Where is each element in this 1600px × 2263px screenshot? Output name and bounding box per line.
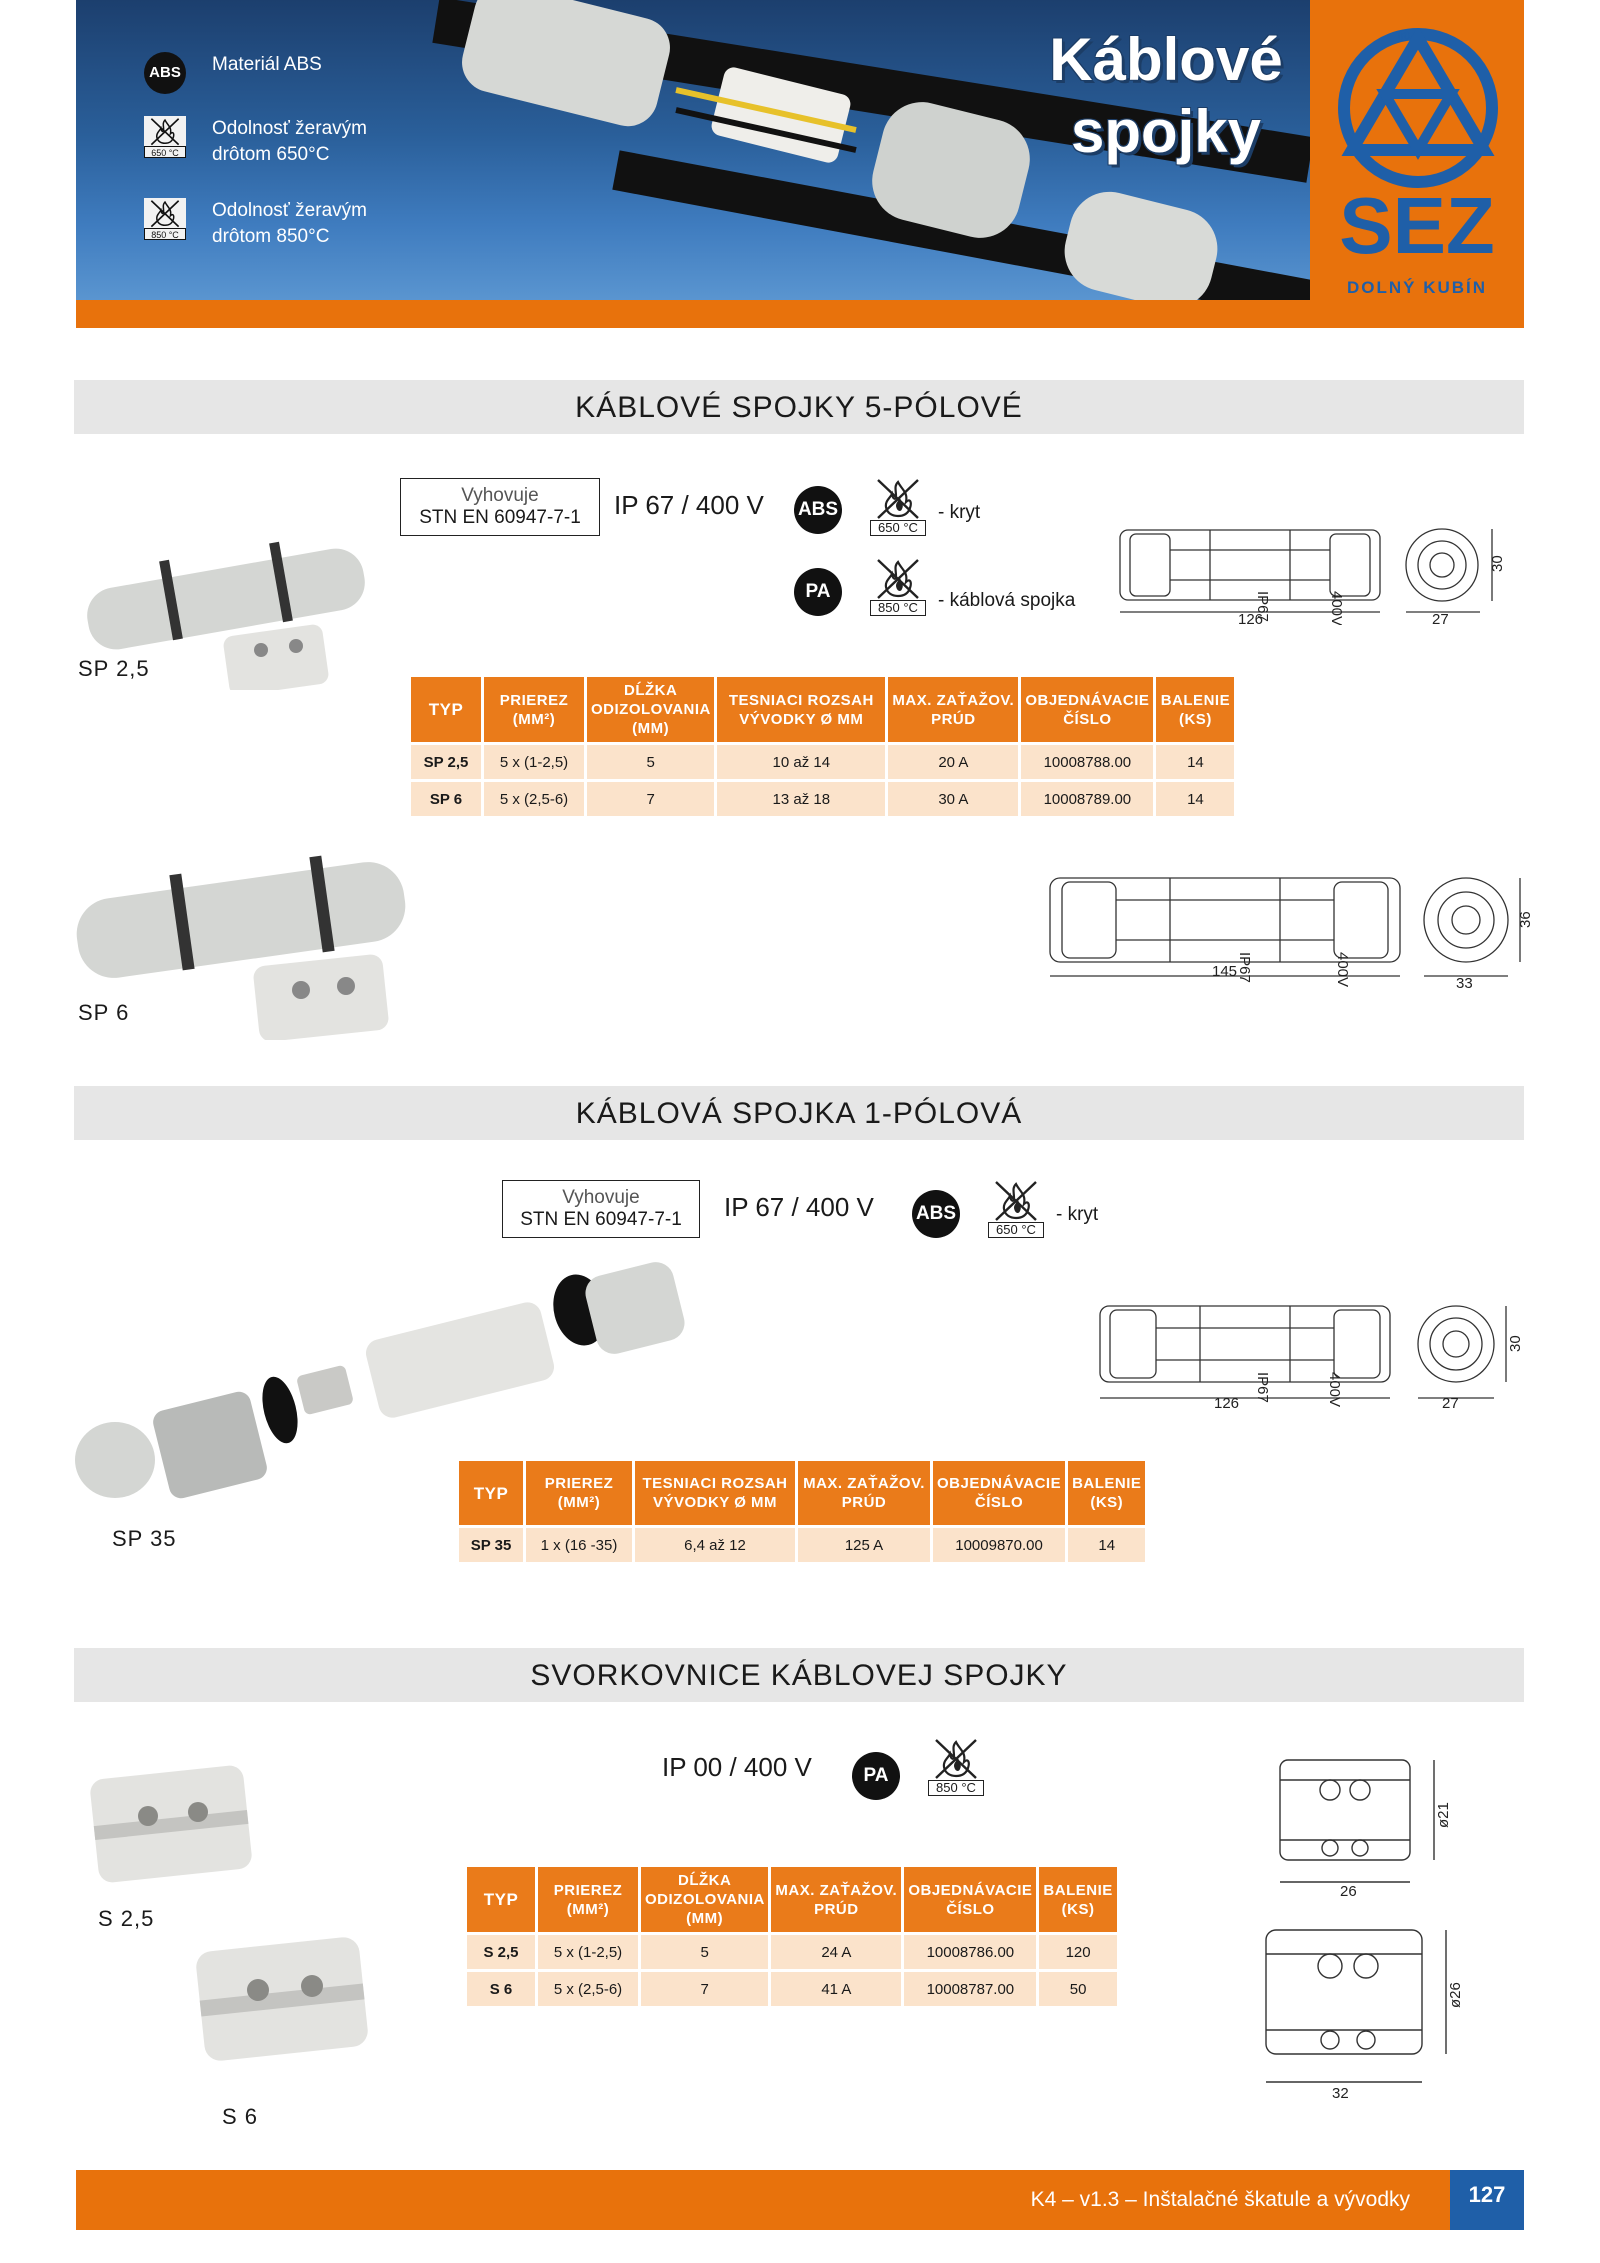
- glow-wire-850-icon: 850 °C: [928, 1736, 984, 1796]
- product-photo-sp-2-5: [87, 541, 365, 690]
- feature-glow-wire-850: 850 °C Odolnosť žeravým drôtom 850°C: [144, 198, 412, 250]
- page-title: Káblové spojky: [1049, 26, 1283, 165]
- product-label-sp-6: SP 6: [78, 1000, 130, 1025]
- abs-badge: ABS: [144, 52, 186, 94]
- svg-text:IP67: IP67: [1236, 952, 1253, 983]
- dimension-drawing-sp-6: IP67 400V 145 33 36: [1049, 877, 1530, 988]
- sez-logo-emblem: [1338, 28, 1498, 188]
- ip-rating: IP 67 / 400 V: [614, 490, 764, 520]
- product-label-sp-2-5: SP 2,5: [78, 656, 150, 681]
- feature-text: Materiál ABS: [212, 54, 322, 75]
- svg-text:126: 126: [1238, 611, 1263, 625]
- table-header-row: Typ Prierez (mm²) Tesniaci rozsah vývodk…: [459, 1461, 1146, 1525]
- spec-label-housing: - kryt: [938, 502, 981, 523]
- header-banner: ABS Materiál ABS 650 °C Odolnosť žeravým…: [76, 0, 1524, 328]
- cable-connector-photo: [432, 0, 1310, 300]
- feature-glow-wire-650: 650 °C Odolnosť žeravým drôtom 650°C: [144, 116, 412, 168]
- pa-badge: PA: [794, 568, 842, 616]
- glow-wire-650-icon: 650 °C: [870, 476, 926, 536]
- page-number: 127: [1450, 2170, 1524, 2230]
- svg-text:27: 27: [1432, 611, 1449, 625]
- glow-wire-650-icon: 650 °C: [988, 1178, 1044, 1238]
- pa-badge: PA: [852, 1752, 900, 1800]
- table-row: S 6 5 x (2,5-6) 7 41 A 10008787.00 50: [467, 1972, 1117, 2006]
- registered-mark: ®: [1398, 28, 1410, 45]
- dimension-drawing-sp-35: IP67 400V 126 27 30: [1099, 1305, 1524, 1412]
- svg-text:27: 27: [1442, 1395, 1459, 1412]
- feature-text: Odolnosť žeravým drôtom 650°C: [212, 118, 367, 165]
- svg-text:ø26: ø26: [1447, 1982, 1464, 2008]
- table-header-row: Typ Prierez (mm²) Dĺžka odizolovania (mm…: [411, 677, 1235, 742]
- section-title-5-pole: KÁBLOVÉ SPOJKY 5-PÓLOVÉ: [74, 380, 1524, 434]
- table-header-row: Typ Prierez (mm²) Dĺžka odizolovania (mm…: [467, 1867, 1117, 1932]
- norm-box: Vyhovuje STN EN 60947-7-1: [400, 478, 600, 536]
- svg-text:30: 30: [1507, 1335, 1524, 1352]
- section-title-terminal: SVORKOVNICE KÁBLOVEJ SPOJKY: [74, 1648, 1524, 1702]
- product-label-s-2-5: S 2,5: [98, 1906, 155, 1931]
- table-row: SP 6 5 x (2,5-6) 7 13 až 18 30 A 1000878…: [411, 782, 1235, 816]
- ip-rating: IP 67 / 400 V: [724, 1192, 874, 1222]
- product-photo-s-6: [196, 1937, 368, 2061]
- banner-photo: ABS Materiál ABS 650 °C Odolnosť žeravým…: [76, 0, 1310, 300]
- product-label-sp-35: SP 35: [112, 1526, 177, 1551]
- product-photo-sp-35: [75, 1262, 685, 1499]
- svg-text:126: 126: [1214, 1395, 1239, 1412]
- svg-text:400V: 400V: [1328, 591, 1345, 625]
- svg-text:ø21: ø21: [1435, 1802, 1452, 1828]
- dimension-drawing-s-6: 32 ø26: [1265, 1929, 1464, 2102]
- svg-text:33: 33: [1456, 975, 1473, 988]
- product-photo-s-2-5: [90, 1765, 252, 1883]
- table-1-pole: Typ Prierez (mm²) Tesniaci rozsah vývodk…: [456, 1458, 1148, 1565]
- spec-label-housing: - kryt: [1056, 1204, 1099, 1225]
- table-row: SP 2,5 5 x (1-2,5) 5 10 až 14 20 A 10008…: [411, 745, 1235, 779]
- svg-text:400V: 400V: [1326, 1372, 1343, 1407]
- footer-chapter: K4 – v1.3 – Inštalačné škatule a vývodky: [1030, 2188, 1410, 2211]
- svg-text:30: 30: [1489, 555, 1506, 572]
- sez-logo: SEZ DOLNÝ KUBÍN: [1310, 0, 1524, 300]
- dimension-drawing-sp-2-5: IP67 400V 126 27 30: [1119, 528, 1506, 625]
- ip-rating: IP 00 / 400 V: [662, 1752, 812, 1782]
- table-5-pole: Typ Prierez (mm²) Dĺžka odizolovania (mm…: [408, 674, 1237, 819]
- svg-text:36: 36: [1517, 911, 1530, 928]
- table-terminal: Typ Prierez (mm²) Dĺžka odizolovania (mm…: [464, 1864, 1120, 2009]
- table-row: SP 35 1 x (16 -35) 6,4 až 12 125 A 10009…: [459, 1528, 1146, 1562]
- glow-wire-850-icon: 850 °C: [144, 198, 186, 240]
- table-row: S 2,5 5 x (1-2,5) 5 24 A 10008786.00 120: [467, 1935, 1117, 1969]
- feature-material-abs: ABS Materiál ABS: [144, 52, 412, 94]
- svg-text:IP67: IP67: [1254, 1372, 1271, 1403]
- product-label-s-6: S 6: [222, 2104, 259, 2129]
- svg-text:26: 26: [1340, 1883, 1357, 1900]
- svg-text:IP67: IP67: [1254, 591, 1271, 622]
- svg-text:145: 145: [1212, 963, 1237, 980]
- abs-badge: ABS: [794, 486, 842, 534]
- product-photo-sp-6: [76, 855, 406, 1040]
- spec-label-connector: - káblová spojka: [938, 590, 1076, 611]
- section-title-1-pole: KÁBLOVÁ SPOJKA 1-PÓLOVÁ: [74, 1086, 1524, 1140]
- glow-wire-650-icon: 650 °C: [144, 116, 186, 158]
- glow-wire-850-icon: 850 °C: [870, 556, 926, 616]
- svg-text:400V: 400V: [1334, 952, 1351, 987]
- svg-text:32: 32: [1332, 2085, 1349, 2102]
- abs-badge: ABS: [912, 1190, 960, 1238]
- feature-text: Odolnosť žeravým drôtom 850°C: [212, 200, 367, 247]
- dimension-drawing-s-2-5: 26 ø21: [1279, 1759, 1452, 1900]
- norm-box: Vyhovuje STN EN 60947-7-1: [502, 1180, 700, 1238]
- footer-bar: K4 – v1.3 – Inštalačné škatule a vývodky…: [76, 2170, 1524, 2230]
